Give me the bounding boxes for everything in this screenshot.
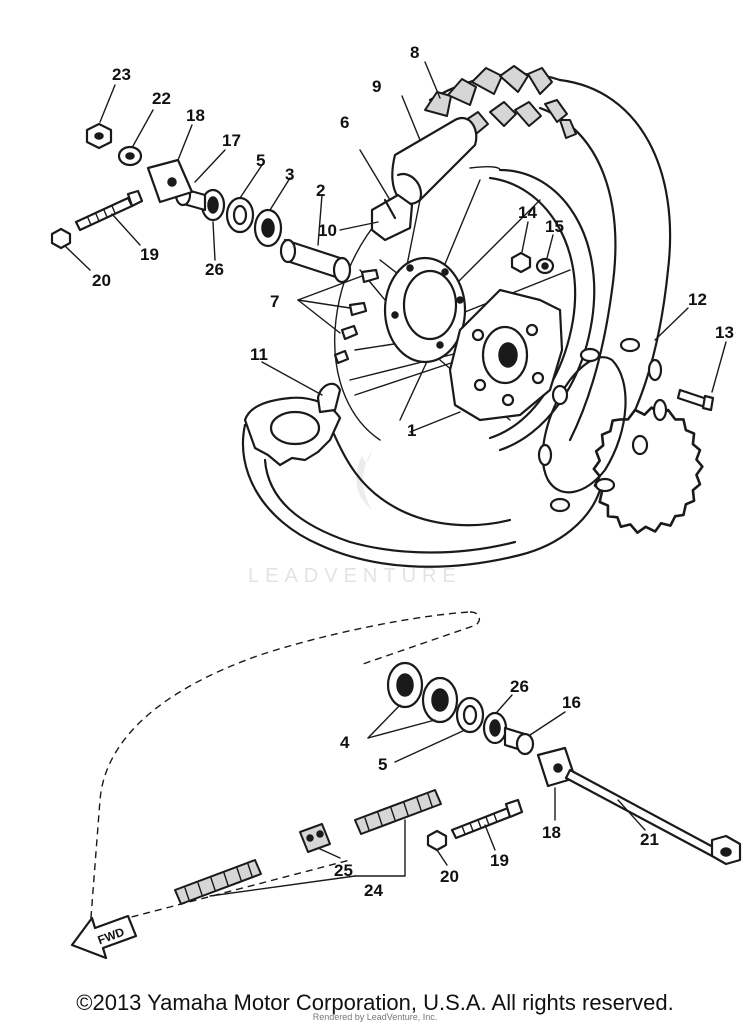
callout-1: 1: [407, 421, 416, 440]
callout-7: 7: [270, 292, 279, 311]
callout-5-upper: 5: [256, 151, 265, 170]
spoke-nipples: [333, 268, 380, 365]
callout-12: 12: [688, 290, 707, 309]
bearing-4a: [386, 661, 424, 709]
sprocket-bolt-13: [676, 388, 715, 412]
rear-tire: [241, 65, 672, 568]
callout-19-upper: 19: [140, 245, 159, 264]
oil-seal-26-lower: [482, 711, 508, 745]
callout-16: 16: [562, 693, 581, 712]
leader-lines: [64, 61, 727, 897]
watermark: LEADVENTURE: [248, 450, 462, 587]
locknut-20-left: [50, 227, 72, 250]
adjust-bolt-19-lower: [450, 798, 524, 840]
callout-18-lower: 18: [542, 823, 561, 842]
callout-21: 21: [640, 830, 659, 849]
callout-17: 17: [222, 131, 241, 150]
fwd-arrow-icon: FWD: [70, 914, 138, 960]
collar-5: [225, 196, 255, 234]
callout-23: 23: [112, 65, 131, 84]
wheel-hub: [383, 256, 467, 364]
chain-joint-25: [299, 823, 331, 853]
callout-4: 4: [340, 733, 350, 752]
bearing-4b: [421, 676, 459, 724]
bearing-3: [253, 208, 283, 248]
callout-19-lower: 19: [490, 851, 509, 870]
callout-25: 25: [334, 861, 353, 880]
axle-21: [564, 768, 742, 866]
callout-18-upper: 18: [186, 106, 205, 125]
callout-14: 14: [518, 203, 537, 222]
hub-collar-2: [279, 238, 352, 284]
axle-nut-23: [85, 122, 113, 150]
callout-numbers: 1 2 3 4 5 5 6 7 8 9 10 11 12 13 14 15 16…: [92, 43, 734, 900]
watermark-text: LEADVENTURE: [248, 565, 462, 587]
adjust-bolt-19-left: [74, 189, 144, 232]
rear-sprocket: [537, 337, 704, 534]
collar-16: [503, 726, 535, 756]
callout-22: 22: [152, 89, 171, 108]
locknut-20-lower: [426, 829, 448, 852]
callout-26-upper: 26: [205, 260, 224, 279]
callout-9: 9: [372, 77, 381, 96]
drive-chain-outline: [89, 611, 481, 931]
copyright-notice: ©2013 Yamaha Motor Corporation, U.S.A. A…: [76, 990, 674, 1015]
washer-22: [117, 145, 143, 167]
callout-6: 6: [340, 113, 349, 132]
callout-20-upper: 20: [92, 271, 111, 290]
callout-11: 11: [250, 345, 268, 364]
inner-tube: [391, 117, 478, 205]
chain-24: [174, 789, 442, 905]
rim-lock: [370, 193, 414, 242]
callout-3: 3: [285, 165, 294, 184]
callout-24: 24: [364, 881, 383, 900]
collar-5-lower: [455, 696, 485, 734]
callout-10: 10: [318, 221, 337, 240]
rim-band-11: [316, 382, 342, 414]
callout-2: 2: [316, 181, 325, 200]
callout-13: 13: [715, 323, 734, 342]
callout-15: 15: [545, 217, 564, 236]
washer-15: [535, 257, 555, 275]
callout-5-lower: 5: [378, 755, 387, 774]
sprocket-flange: [448, 288, 564, 422]
chain-puller-18: [146, 158, 194, 204]
nut-14: [510, 251, 532, 274]
callout-26-lower: 26: [510, 677, 529, 696]
callout-20-lower: 20: [440, 867, 459, 886]
rendered-by-note: Rendered by LeadVenture, Inc.: [312, 1012, 438, 1022]
callout-8: 8: [410, 43, 419, 62]
